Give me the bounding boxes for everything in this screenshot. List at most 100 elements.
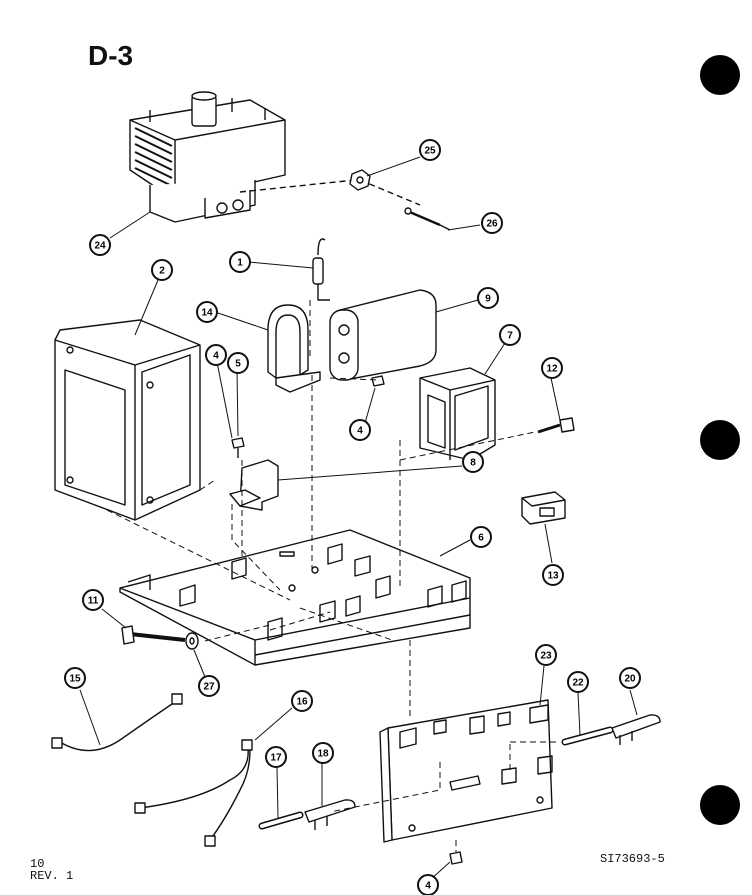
callout-circle	[82, 589, 104, 611]
callout-number: 18	[317, 749, 329, 760]
callout-circle	[541, 357, 563, 379]
callout-number: 23	[540, 651, 552, 662]
callout-circle	[196, 301, 218, 323]
harness-a-part	[51, 693, 183, 752]
screw-c-part	[371, 375, 385, 387]
long-screw-part	[121, 625, 186, 645]
washer-part	[185, 632, 199, 650]
callout-transformer: 2	[151, 259, 173, 281]
small-transformer-part	[419, 367, 496, 461]
callout-screw-d: 12	[541, 357, 563, 379]
callout-number: 17	[270, 753, 282, 764]
pcb-part	[379, 699, 553, 843]
callout-circle	[419, 139, 441, 161]
callout-pcb: 23	[535, 644, 557, 666]
callout-circle	[417, 874, 439, 895]
callout-circle	[291, 690, 313, 712]
callout-circle	[64, 667, 86, 689]
callout-circle	[477, 287, 499, 309]
callout-circle	[198, 675, 220, 697]
callout-holder-b: 18	[312, 742, 334, 764]
screw-a-part	[231, 437, 245, 458]
callout-number: 15	[69, 674, 81, 685]
callout-nut: 25	[419, 139, 441, 161]
callout-number: 13	[547, 571, 559, 582]
callout-bracket: 14	[196, 301, 218, 323]
screw-d-part	[537, 417, 575, 434]
revision-label: REV. 1	[30, 869, 74, 883]
harness-b-part	[134, 739, 253, 847]
callout-harness-a: 15	[64, 667, 86, 689]
connector-part	[521, 491, 566, 525]
callout-number: 22	[572, 678, 584, 689]
callout-circle	[349, 419, 371, 441]
bracket-part	[267, 304, 321, 393]
binder-hole-top	[700, 55, 740, 95]
callout-long-screw: 11	[82, 589, 104, 611]
callout-number: 9	[485, 294, 491, 305]
callout-circle	[567, 671, 589, 693]
callout-pin: 26	[481, 212, 503, 234]
capacitor-part	[329, 289, 437, 381]
callout-number: 25	[424, 146, 436, 157]
callout-circle	[227, 352, 249, 374]
callout-screw-b: 5	[227, 352, 249, 374]
callout-number: 27	[203, 682, 215, 693]
callout-number: 20	[624, 674, 636, 685]
callout-harness-b: 16	[291, 690, 313, 712]
callout-number: 4	[425, 881, 431, 892]
callout-number: 11	[88, 596, 99, 607]
terminal-block-part	[229, 459, 279, 511]
holder-b-part	[304, 799, 356, 830]
callout-number: 8	[470, 458, 476, 469]
callout-circle	[535, 644, 557, 666]
screw-e-part	[449, 851, 463, 865]
callout-circle	[265, 746, 287, 768]
callout-circle	[151, 259, 173, 281]
transformer-part	[54, 319, 201, 521]
magnetron-part	[129, 91, 286, 223]
fuse-a-part	[561, 726, 614, 746]
callout-terminal-block: 8	[462, 451, 484, 473]
holder-a-part	[611, 714, 661, 745]
binder-hole-middle	[700, 420, 740, 460]
callout-circle	[499, 324, 521, 346]
callout-screw-a: 4	[205, 344, 227, 366]
callout-number: 16	[296, 697, 308, 708]
callout-holder-a: 20	[619, 667, 641, 689]
callout-number: 4	[213, 351, 219, 362]
callout-number: 7	[507, 331, 513, 342]
page-footer-left: 10 REV. 1	[30, 858, 73, 882]
binder-hole-bottom	[700, 785, 740, 825]
callout-circle	[89, 234, 111, 256]
callout-number: 1	[237, 258, 243, 269]
callout-screw-e: 4	[417, 874, 439, 895]
callout-number: 4	[357, 426, 363, 437]
diode-part	[312, 238, 330, 301]
callout-number: 14	[201, 308, 213, 319]
callouts: 24 25 26 2 1 14 9 4 5 4 7 12 8 13 6 11 27 15 16 23 22 20 17 18 4	[64, 139, 641, 895]
callout-circle	[619, 667, 641, 689]
callout-magnetron: 24	[89, 234, 111, 256]
fuse-b-part	[258, 811, 304, 830]
callout-number: 24	[94, 241, 106, 252]
callout-circle	[205, 344, 227, 366]
callout-diode: 1	[229, 251, 251, 273]
callout-number: 6	[478, 533, 484, 544]
callout-capacitor: 9	[477, 287, 499, 309]
callout-small-transformer: 7	[499, 324, 521, 346]
callout-number: 5	[235, 359, 241, 370]
nut-part	[349, 169, 371, 191]
callout-circle	[542, 564, 564, 586]
callout-connector: 13	[542, 564, 564, 586]
callout-fuse-b: 17	[265, 746, 287, 768]
callout-circle	[462, 451, 484, 473]
callout-number: 2	[159, 266, 165, 277]
callout-washer: 27	[198, 675, 220, 697]
drawing-number: SI73693-5	[600, 852, 665, 866]
page-number: 10	[30, 857, 45, 871]
callout-number: 12	[546, 364, 558, 375]
callout-base-plate: 6	[470, 526, 492, 548]
